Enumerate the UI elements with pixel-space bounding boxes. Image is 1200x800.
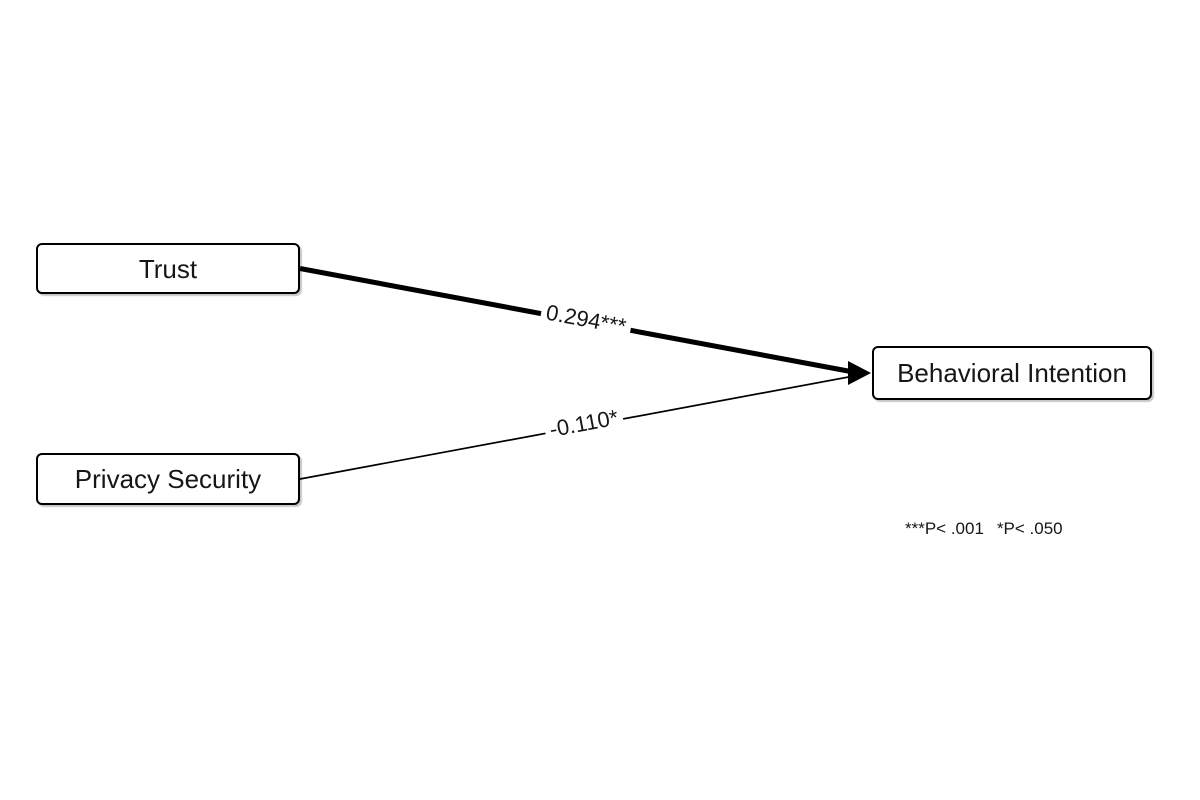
significance-note-p001: ***P< .001 (905, 519, 984, 538)
node-trust: Trust (36, 243, 300, 294)
significance-note: ***P< .001 *P< .050 (905, 518, 1063, 540)
node-behavioral-intention-label: Behavioral Intention (897, 358, 1127, 388)
arrowhead-icon (848, 361, 871, 385)
node-privacy-security: Privacy Security (36, 453, 300, 505)
significance-note-p050: *P< .050 (996, 519, 1063, 538)
node-privacy-security-label: Privacy Security (74, 464, 262, 494)
node-behavioral-intention: Behavioral Intention (872, 346, 1152, 400)
node-trust-label: Trust (138, 253, 198, 284)
